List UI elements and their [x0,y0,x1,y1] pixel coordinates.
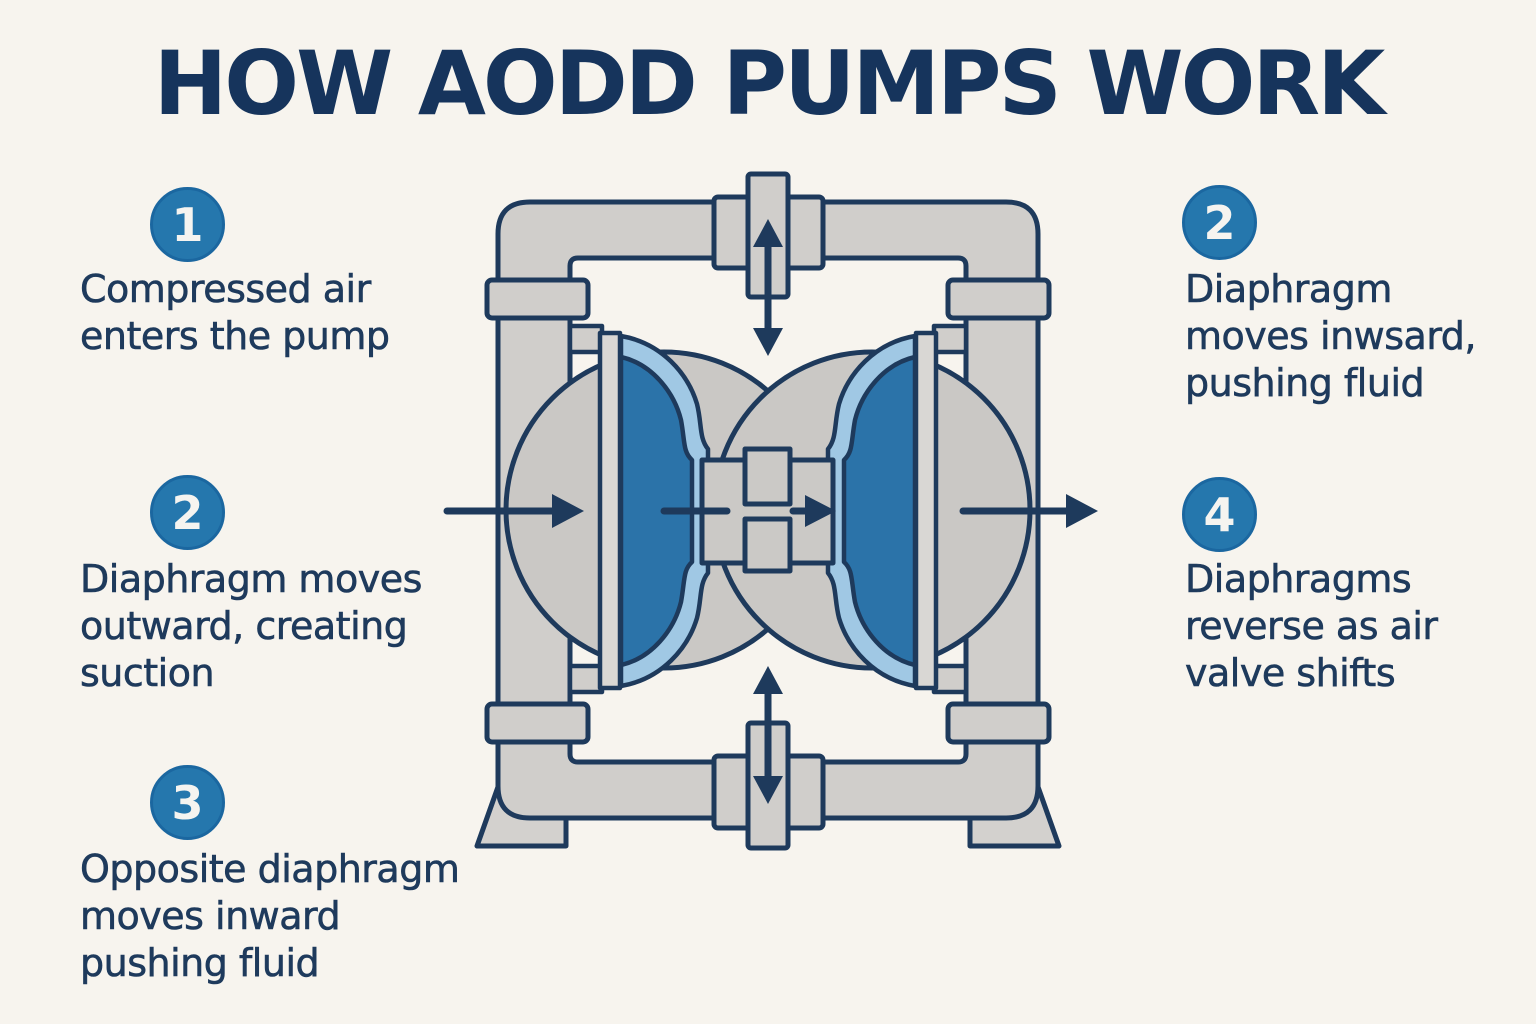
step-number: 3 [171,775,204,830]
flow-arrows [443,219,1098,804]
left-plate [597,330,623,691]
bracket [567,663,605,695]
right-diaphragm-inner [841,354,918,668]
flange-bottom-left [484,701,591,745]
flange-bottom-right [945,701,1052,745]
pipe-flanges [484,277,1052,745]
step-text-1: Compressed air enters the pump [80,267,391,359]
step-text-2-right: Diaphragm moves inwsard, pushing fluid [1185,267,1477,406]
step-number: 2 [171,485,204,540]
bracket [567,323,605,355]
inlet-arrow-left [443,494,584,528]
step-number: 2 [1203,195,1236,250]
bracket [931,663,969,695]
flange-top-right [945,277,1052,321]
bottom-port-double-arrow [753,666,783,804]
step-badge-3: 3 [150,765,225,840]
valve-piston-top [742,446,793,507]
bracket [931,323,969,355]
outlet-arrow-right [959,494,1098,528]
left-diaphragm-inner [618,354,695,668]
step-badge-4: 4 [1182,477,1257,552]
step-badge-1: 1 [150,187,225,262]
center-arrow-through-valve [660,495,836,527]
top-port-double-arrow [753,219,783,356]
step-text-2-left: Diaphragm moves outward, creating suctio… [80,557,423,696]
step-badge-2-left: 2 [150,475,225,550]
page-title: HOW AODD PUMPS WORK [153,32,1386,135]
valve-piston-bottom [742,516,793,574]
step-number: 4 [1203,487,1236,542]
right-plate [913,330,939,691]
step-text-3: Opposite diaphragm moves inward pushing … [80,847,460,986]
step-badge-2-right: 2 [1182,185,1257,260]
step-text-4: Diaphragms reverse as air valve shifts [1185,557,1439,696]
pump-manifold-loop [495,199,1041,821]
step-number: 1 [171,197,204,252]
flange-top-left [484,277,591,321]
right-diaphragm [825,333,918,689]
